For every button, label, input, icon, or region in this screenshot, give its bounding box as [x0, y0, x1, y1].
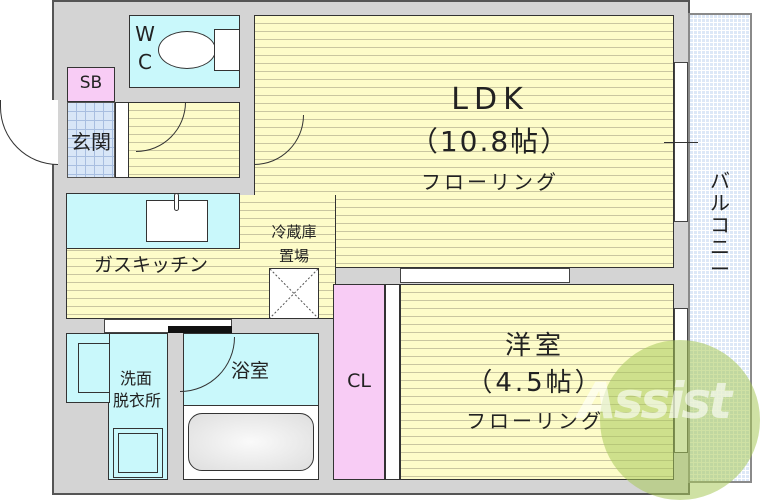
toilet-icon	[158, 31, 216, 69]
fridge-x-icon	[270, 269, 318, 318]
washing-machine-drum-icon	[118, 433, 158, 473]
ldk-floor: フローリング	[421, 170, 559, 194]
closet	[333, 284, 385, 480]
closet-door	[385, 284, 400, 480]
fridge-label-line2: 置場	[278, 247, 309, 265]
shoe-box	[67, 67, 115, 102]
ldk-size: （10.8帖）	[409, 125, 571, 158]
toilet-tank-icon	[214, 29, 240, 71]
bathroom-label: 浴室	[230, 360, 269, 382]
bathtub-icon	[188, 413, 314, 471]
bath-door-track-dark	[168, 326, 232, 333]
fridge-space	[269, 268, 319, 319]
balcony-label: バルコニー	[710, 169, 730, 281]
watermark-circle	[600, 340, 760, 500]
kitchen-label: ガスキッチン	[93, 254, 208, 276]
window-mark	[664, 142, 698, 143]
wash-basin-icon	[78, 343, 110, 393]
western-floor: フローリング	[466, 409, 604, 433]
entrance-label: 玄関	[71, 130, 111, 154]
washroom-label-line2: 脱衣所	[112, 391, 161, 410]
entrance-step	[115, 102, 129, 178]
western-name: 洋室	[504, 331, 565, 361]
western-door-track	[400, 268, 570, 283]
washroom-label-line1: 洗面	[119, 369, 152, 388]
wc-label-c: C	[138, 50, 152, 74]
ldk-name: LDK	[451, 82, 529, 117]
fridge-label-line1: 冷蔵庫	[271, 223, 317, 241]
faucet-icon	[174, 193, 179, 211]
shoe-box-label: SB	[79, 73, 103, 93]
closet-label: CL	[347, 370, 371, 392]
western-size: （4.5帖）	[466, 368, 604, 398]
washing-machine-icon	[113, 428, 163, 478]
watermark-text: Assist	[578, 372, 732, 430]
entrance	[67, 102, 115, 178]
entry-door-swing	[0, 100, 58, 165]
wc-label-w: W	[135, 22, 155, 46]
